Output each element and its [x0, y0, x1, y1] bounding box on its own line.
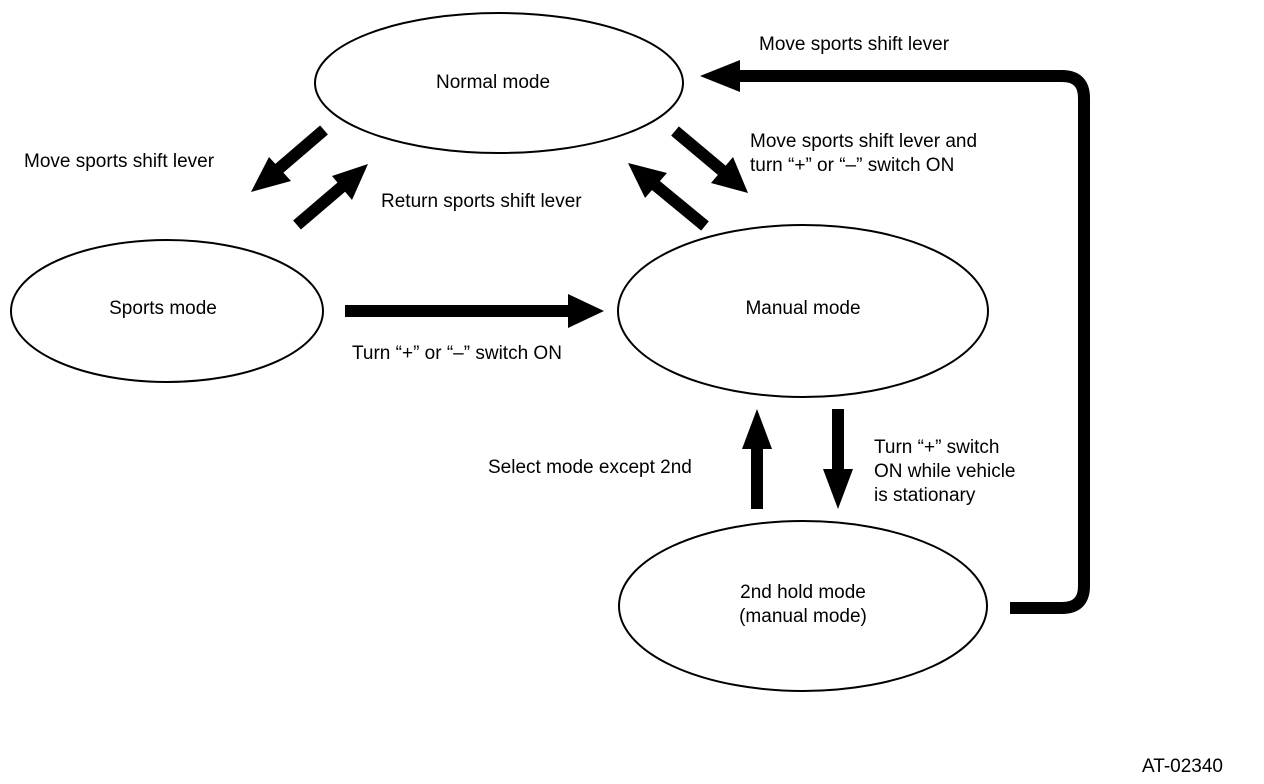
edge-label-manual-to-hold2: Turn “+” switch ON while vehicle is stat… [874, 437, 1016, 506]
arrow-sports-to-normal [293, 164, 368, 230]
arrow-manual-to-normal [628, 163, 709, 231]
node-normal-mode-label: Normal mode [435, 72, 551, 93]
node-2nd-hold-mode [618, 520, 988, 692]
node-sports-mode-label: Sports mode [109, 298, 217, 319]
edge-label-sports-to-manual: Turn “+” or “–” switch ON [352, 343, 562, 364]
edge-label-sports-to-normal: Return sports shift lever [381, 191, 582, 212]
node-2nd-hold-mode-label: 2nd hold mode (manual mode) [739, 582, 867, 627]
arrow-manual-to-hold2 [823, 409, 853, 509]
figure-id: AT-02340 [1142, 756, 1223, 777]
edge-label-hold2-to-normal: Move sports shift lever [759, 34, 950, 55]
node-manual-mode-label: Manual mode [745, 298, 861, 319]
node-manual-mode [617, 224, 989, 398]
node-normal-mode [314, 12, 684, 154]
arrow-hold2-to-manual [742, 409, 772, 509]
edge-label-hold2-to-manual: Select mode except 2nd [488, 457, 692, 478]
edge-label-normal-to-manual: Move sports shift lever and turn “+” or … [750, 131, 978, 176]
edge-label-normal-to-sports: Move sports shift lever [24, 151, 215, 172]
node-sports-mode [10, 239, 324, 383]
arrow-hold2-to-normal-loop [700, 60, 1090, 614]
arrow-normal-to-manual [671, 126, 748, 193]
arrow-sports-to-manual [345, 294, 604, 328]
arrow-normal-to-sports [251, 125, 328, 192]
